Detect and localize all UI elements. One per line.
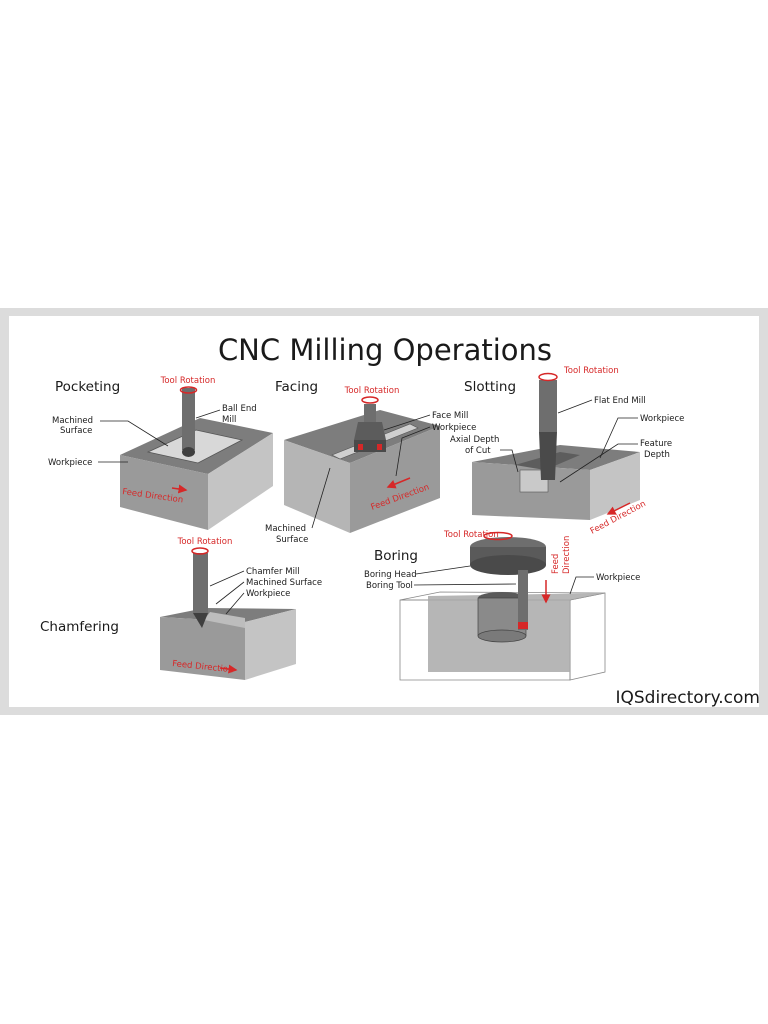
boring-head-base: [470, 555, 546, 575]
slotting-title: Slotting: [464, 379, 516, 395]
boring-head-label: Boring Head: [364, 570, 417, 580]
chamfering-feed-arrow: [219, 664, 238, 674]
chamfering-tool-label: Chamfer Mill: [246, 567, 300, 577]
boring-tool-icon: [518, 570, 528, 630]
boring-title: Boring: [374, 548, 418, 564]
facing-tool-label: Face Mill: [432, 411, 468, 421]
pocketing-title: Pocketing: [55, 379, 120, 395]
chamfering-surface-label: Machined Surface: [246, 578, 322, 588]
pocketing-feed-arrow: [171, 484, 188, 494]
slotting-feed-arrow: [606, 502, 631, 515]
facing-rotation-icon: [361, 396, 379, 404]
pocketing-surface-line2: Surface: [60, 426, 92, 436]
chamfering-section: Chamfering Tool Rotation Chamfer Mill Ma…: [40, 537, 322, 680]
chamfering-tool-rotation: Tool Rotation: [177, 537, 233, 547]
slotting-rotation-icon: [538, 372, 558, 382]
slotting-axial-line2: of Cut: [465, 446, 491, 456]
boring-section: Boring Tool Rotation Boring Head Boring …: [364, 530, 640, 681]
facing-feed-arrow: [386, 477, 411, 489]
boring-rotation-icon: [483, 531, 513, 541]
pocketing-tool-rotation: Tool Rotation: [160, 376, 216, 386]
brand-logo-text: IQSdirectory.com: [615, 688, 760, 708]
slotting-feature-line1: Feature: [640, 439, 672, 449]
flat-end-mill-icon: [539, 380, 557, 432]
facing-block-side: [350, 426, 440, 533]
pocketing-workpiece-label: Workpiece: [48, 458, 92, 468]
facing-workpiece-label: Workpiece: [432, 423, 476, 433]
facing-section: Facing Tool Rotation Face Mill Workpiece…: [265, 379, 476, 545]
diagram-title: CNC Milling Operations: [218, 333, 552, 367]
slotting-workpiece-label: Workpiece: [640, 414, 684, 424]
chamfering-title: Chamfering: [40, 619, 119, 635]
pocketing-surface-line1: Machined: [52, 416, 93, 426]
chamfer-mill-icon: [193, 553, 208, 613]
boring-tool-insert: [518, 622, 528, 629]
chamfer-edge: [204, 612, 245, 628]
pocketing-tool-tip: [182, 447, 195, 457]
ball-end-mill-icon: [182, 388, 195, 450]
pocketing-tool-line1: Ball End: [222, 404, 257, 414]
chamfering-block-side: [245, 609, 296, 680]
boring-workpiece-label: Workpiece: [596, 573, 640, 583]
chamfering-block-front: [160, 617, 245, 680]
flat-end-mill-flutes: [539, 432, 557, 480]
chamfering-rotation-icon: [191, 547, 209, 555]
face-mill-shank: [364, 404, 376, 422]
pocketing-section: Pocketing Tool Rotation Ball End Mill Ma…: [48, 376, 273, 530]
bored-hole-bottom: [477, 629, 527, 643]
pocketing-block-front: [120, 455, 208, 530]
slotting-tool-rotation: Tool Rotation: [563, 366, 619, 376]
facing-tool-rotation: Tool Rotation: [344, 386, 400, 396]
face-mill-insert-left: [358, 444, 363, 450]
facing-surface-line1: Machined: [265, 524, 306, 534]
slotting-section: Slotting Tool Rotation Flat End Mill Wor…: [450, 366, 684, 537]
slotting-tool-label: Flat End Mill: [594, 396, 646, 406]
facing-block-front: [284, 440, 350, 533]
boring-feed-line1: Feed: [551, 554, 561, 574]
boring-feed-line2: Direction: [562, 536, 572, 574]
slotting-feature-line2: Depth: [644, 450, 670, 460]
facing-surface-line2: Surface: [276, 535, 308, 545]
pocketing-rotation-icon: [179, 386, 198, 394]
face-mill-insert-right: [377, 444, 382, 450]
chamfer-mill-tip: [193, 613, 208, 628]
facing-title: Facing: [275, 379, 318, 395]
boring-block-side: [569, 592, 606, 681]
chamfering-workpiece-label: Workpiece: [246, 589, 290, 599]
pocketing-tool-line2: Mill: [222, 415, 236, 425]
slotting-block-side: [590, 452, 640, 520]
boring-tool-label: Boring Tool: [366, 581, 413, 591]
pocketing-block-side: [208, 433, 273, 530]
boring-tool-rotation: Tool Rotation: [443, 530, 499, 540]
slotting-axial-line1: Axial Depth: [450, 435, 499, 445]
face-mill-icon: [354, 422, 386, 440]
